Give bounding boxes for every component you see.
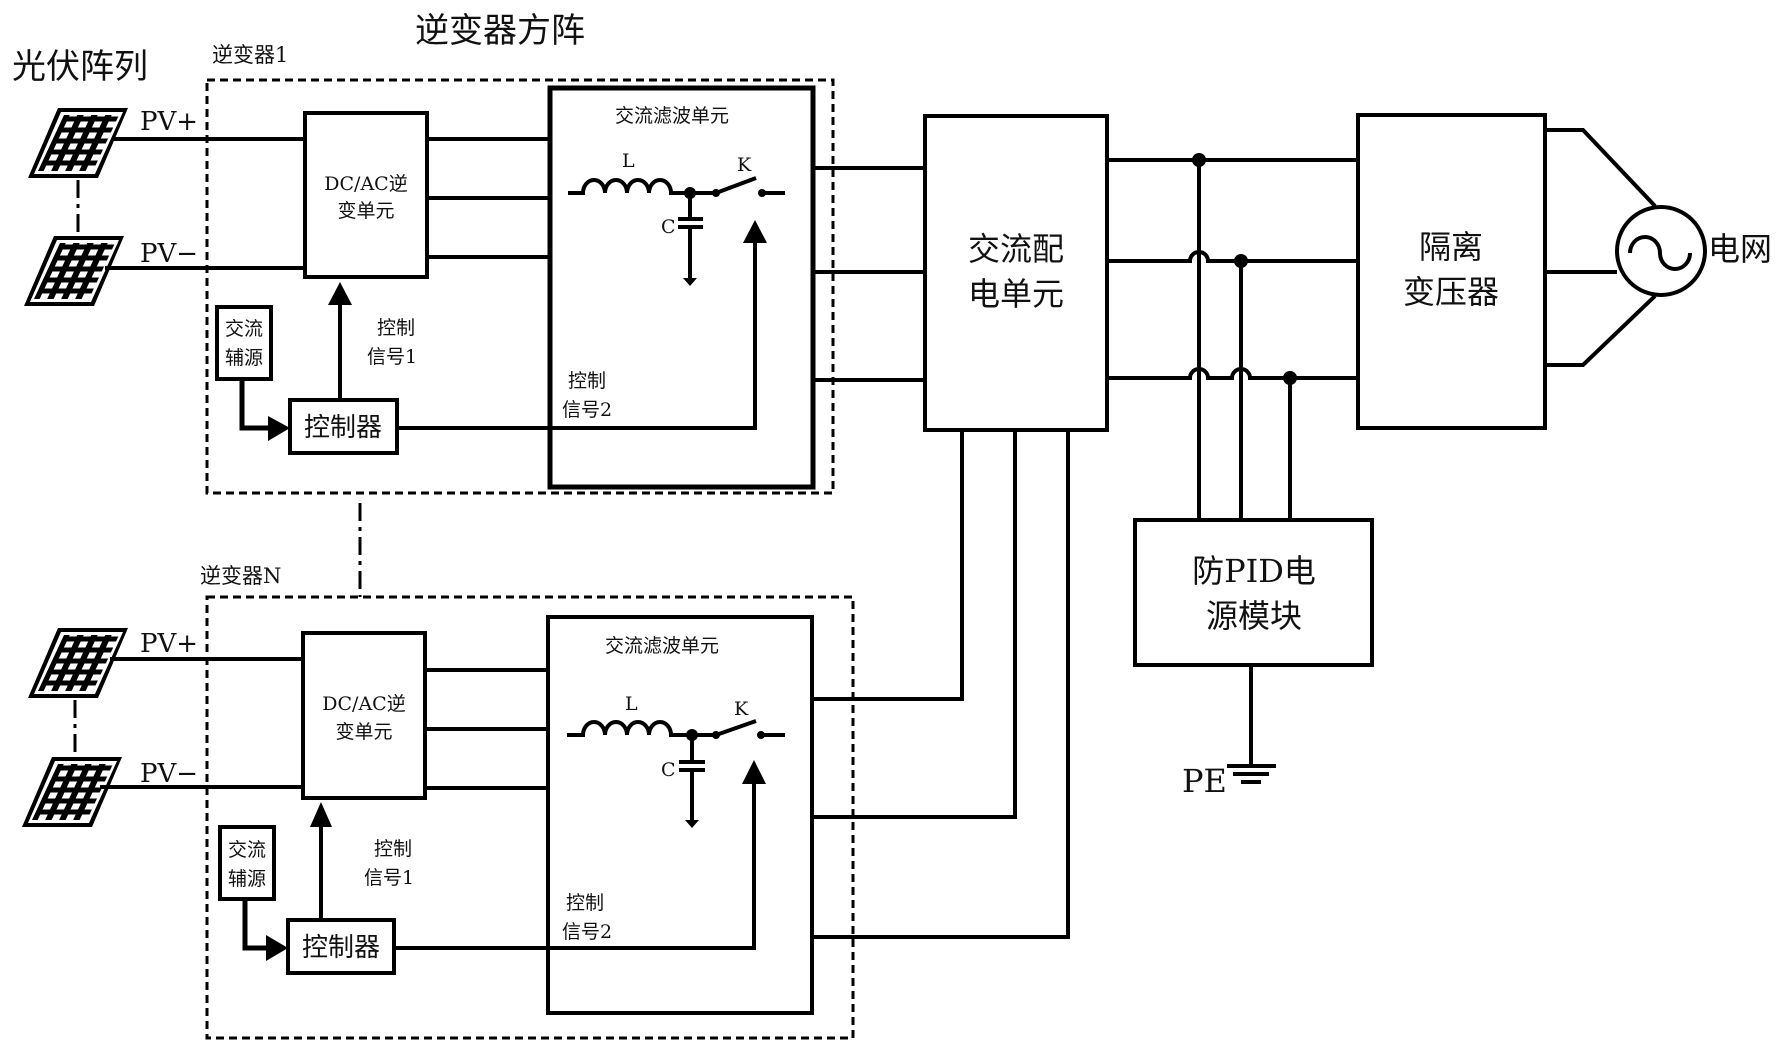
transformer-line1: 隔离 bbox=[1419, 228, 1483, 266]
dcac-unit bbox=[303, 633, 425, 798]
isolation-transformer bbox=[1358, 115, 1545, 428]
dcac-label-line2: 变单元 bbox=[337, 200, 394, 222]
arrow-up-icon bbox=[742, 760, 766, 784]
pv-minus-label: PV− bbox=[140, 759, 198, 789]
solar-panel-icon bbox=[22, 757, 122, 827]
pid-module-line1: 防PID电 bbox=[1192, 552, 1316, 590]
inverter-n: 逆变器N PV+ PV− DC/AC逆 变单元 交流 辅源 控制器 控制 信号1… bbox=[22, 428, 1068, 1038]
arrow-up-icon bbox=[328, 282, 352, 305]
inverter-n-label: 逆变器N bbox=[200, 564, 281, 588]
pv-plus-label: PV+ bbox=[140, 629, 198, 659]
arrow-up-icon bbox=[310, 802, 332, 827]
signal1-line2: 信号1 bbox=[367, 346, 417, 368]
dcac-label-line1: DC/AC逆 bbox=[322, 693, 405, 715]
dcac-unit bbox=[305, 113, 427, 277]
signal2-line1: 控制 bbox=[566, 892, 604, 914]
phase-c-bus bbox=[1107, 369, 1358, 378]
ground-label: PE bbox=[1182, 762, 1227, 800]
array-title: 逆变器方阵 bbox=[415, 11, 585, 51]
pv-minus-label: PV− bbox=[140, 239, 198, 269]
inductor-icon bbox=[567, 722, 692, 735]
aux-power-line2: 辅源 bbox=[228, 868, 266, 890]
switch-k-icon bbox=[716, 721, 756, 735]
aux-power-line2: 辅源 bbox=[225, 347, 263, 369]
signal2-line1: 控制 bbox=[568, 370, 606, 392]
ac-distribution-line1: 交流配 bbox=[968, 230, 1064, 268]
grid-label: 电网 bbox=[1708, 230, 1772, 268]
capacitor-label: C bbox=[661, 759, 676, 781]
phase-b-bus bbox=[1107, 252, 1358, 261]
inductor-label: L bbox=[622, 150, 635, 172]
inverter-1-label: 逆变器1 bbox=[212, 43, 288, 67]
dcac-label-line1: DC/AC逆 bbox=[324, 173, 407, 195]
arrow-icon bbox=[266, 935, 288, 961]
solar-panel-icon bbox=[28, 628, 128, 698]
anti-pid-power-module bbox=[1135, 520, 1372, 665]
ac-distribution-unit bbox=[925, 116, 1107, 430]
capacitor-label: C bbox=[661, 216, 676, 238]
filter-title: 交流滤波单元 bbox=[605, 635, 719, 657]
aux-power-line1: 交流 bbox=[228, 839, 266, 861]
arrow-up-icon bbox=[743, 220, 767, 243]
inductor-label: L bbox=[625, 693, 638, 715]
pid-module-line2: 源模块 bbox=[1206, 597, 1302, 635]
inverter-1: 逆变器1 PV+ PV− DC/AC逆 变单元 交流 辅源 控制器 控制 信号1 bbox=[24, 43, 925, 493]
arrow-icon bbox=[268, 416, 290, 441]
dcac-label-line2: 变单元 bbox=[335, 721, 392, 743]
controller-label: 控制器 bbox=[304, 413, 382, 443]
signal1-line1: 控制 bbox=[374, 838, 412, 860]
solar-panel-icon bbox=[28, 108, 128, 178]
filter-title: 交流滤波单元 bbox=[615, 105, 729, 127]
inductor-icon bbox=[568, 180, 690, 193]
aux-to-controller-wire bbox=[242, 379, 272, 428]
pv-plus-label: PV+ bbox=[140, 107, 198, 137]
controller-label: 控制器 bbox=[302, 933, 380, 963]
switch-label: K bbox=[734, 698, 749, 720]
switch-label: K bbox=[737, 154, 752, 176]
signal2-line2: 信号2 bbox=[562, 921, 612, 943]
ac-distribution-line2: 电单元 bbox=[968, 275, 1064, 313]
aux-power-line1: 交流 bbox=[225, 318, 263, 340]
signal2-line2: 信号2 bbox=[562, 399, 612, 421]
switch-k-icon bbox=[716, 178, 756, 193]
transformer-line2: 变压器 bbox=[1403, 273, 1499, 311]
signal1-line2: 信号1 bbox=[364, 867, 414, 889]
pv-array-label: 光伏阵列 bbox=[12, 47, 148, 87]
solar-panel-icon bbox=[24, 236, 124, 306]
signal1-line1: 控制 bbox=[377, 317, 415, 339]
ac-filter-unit bbox=[548, 617, 812, 1013]
